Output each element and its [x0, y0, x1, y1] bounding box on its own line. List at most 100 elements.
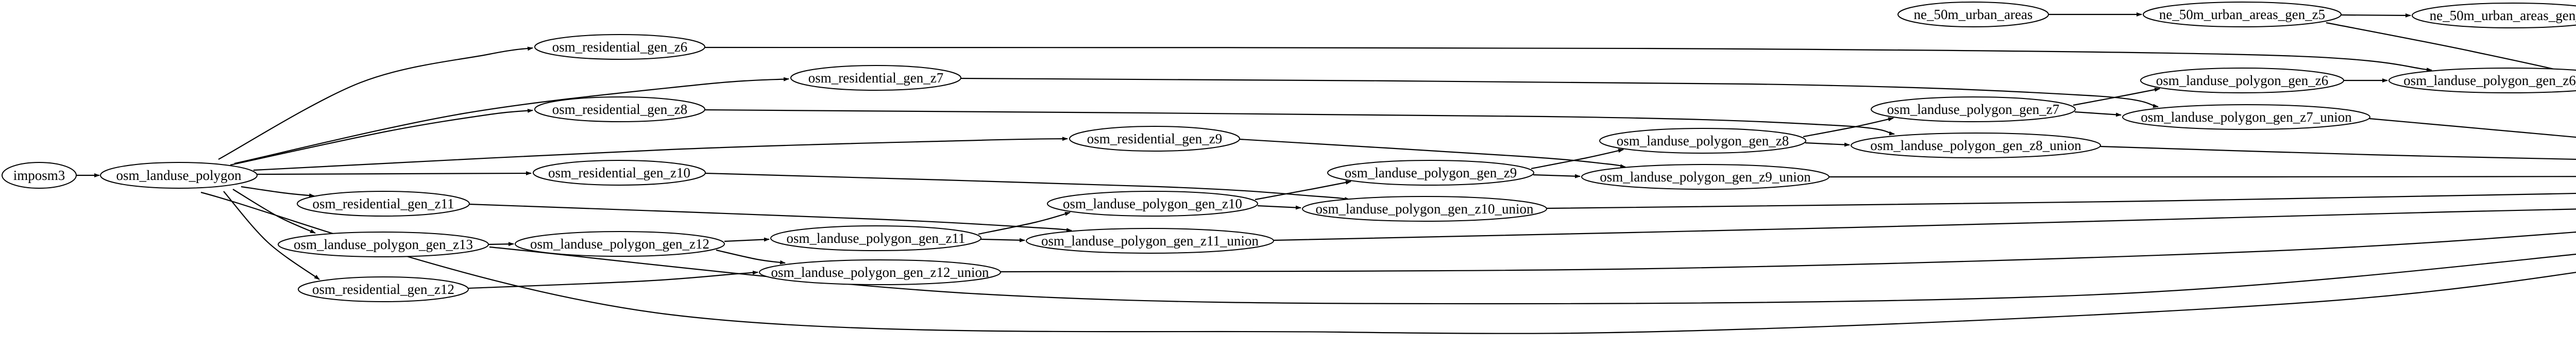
node-ellipse-osm_landuse_polygon_gen_z12 — [515, 231, 725, 257]
edge-osm_landuse_polygon_gen_z10-to-osm_landuse_polygon_gen_z10_union — [1257, 205, 1301, 210]
node-osm_landuse_polygon_gen_z10_union: osm_landuse_polygon_gen_z10_union — [1302, 196, 1547, 222]
edge-osm_landuse_polygon_gen_z10_union-to-layer_landuse-z10 — [1546, 192, 2576, 209]
node-osm_landuse_polygon_gen_z13: osm_landuse_polygon_gen_z13 — [278, 232, 489, 257]
node-label-osm_landuse_polygon_gen_z12: osm_landuse_polygon_gen_z12 — [530, 236, 709, 252]
node-ellipse-osm_landuse_polygon_gen_z7_union — [2122, 104, 2370, 130]
node-ellipse-osm_landuse_polygon_gen_z11 — [770, 225, 981, 251]
node-ellipse-osm_landuse_polygon_gen_z9 — [1327, 160, 1534, 186]
node-label-osm_residential_gen_z9: osm_residential_gen_z9 — [1087, 131, 1222, 146]
edge-osm_residential_gen_z10-to-osm_landuse_polygon_gen_z10_union — [705, 172, 1350, 201]
node-label-osm_landuse_polygon_gen_z10: osm_landuse_polygon_gen_z10 — [1063, 196, 1242, 211]
edge-osm_residential_gen_z8-to-osm_landuse_polygon_gen_z8_union — [704, 109, 1895, 136]
node-ellipse-osm_residential_gen_z7 — [790, 65, 961, 91]
edge-osm_residential_gen_z6-to-osm_landuse_polygon_gen_z6_union — [704, 46, 2432, 72]
node-ellipse-imposm3 — [2, 162, 77, 189]
edge-osm_landuse_polygon_gen_z9-to-osm_landuse_polygon_gen_z9_union — [1533, 174, 1581, 178]
node-ellipse-osm_landuse_polygon_gen_z11_union — [1026, 228, 1274, 254]
node-ellipse-osm_landuse_polygon_gen_z12_union — [759, 259, 1001, 285]
node-label-osm_landuse_polygon_gen_z6: osm_landuse_polygon_gen_z6 — [2156, 73, 2328, 88]
node-label-osm_residential_gen_z7: osm_residential_gen_z7 — [808, 70, 943, 86]
node-osm_landuse_polygon_gen_z6_union: osm_landuse_polygon_gen_z6_union — [2388, 68, 2576, 93]
node-ellipse-osm_residential_gen_z10 — [533, 160, 706, 186]
node-imposm3: imposm3 — [2, 162, 77, 189]
edge-osm_landuse_polygon-to-osm_residential_gen_z10 — [257, 171, 532, 176]
node-ellipse-osm_landuse_polygon — [100, 162, 258, 189]
node-ellipse-osm_residential_gen_z11 — [297, 191, 470, 217]
node-ellipse-ne_50m_urban_areas_gen_z4 — [2412, 3, 2576, 28]
node-ellipse-osm_landuse_polygon_gen_z6_union — [2388, 68, 2576, 93]
node-label-osm_landuse_polygon_gen_z11_union: osm_landuse_polygon_gen_z11_union — [1041, 233, 1259, 249]
edge-osm_landuse_polygon-to-osm_landuse_polygon_gen_z13 — [232, 189, 316, 234]
node-osm_residential_gen_z10: osm_residential_gen_z10 — [533, 160, 706, 186]
node-ellipse-osm_landuse_polygon_gen_z6 — [2140, 68, 2344, 93]
node-label-osm_landuse_polygon_gen_z7: osm_landuse_polygon_gen_z7 — [1887, 102, 2059, 117]
node-osm_landuse_polygon_gen_z11: osm_landuse_polygon_gen_z11 — [770, 225, 981, 251]
edge-osm_landuse_polygon_gen_z11_union-to-layer_landuse-z11 — [1273, 208, 2576, 241]
node-label-imposm3: imposm3 — [13, 168, 65, 183]
edge-osm_landuse_polygon_gen_z11-to-osm_landuse_polygon_gen_z11_union — [980, 238, 1025, 242]
node-osm_residential_gen_z8: osm_residential_gen_z8 — [534, 96, 705, 122]
node-osm_landuse_polygon_gen_z8_union: osm_landuse_polygon_gen_z8_union — [1851, 133, 2101, 158]
node-label-osm_residential_gen_z12: osm_residential_gen_z12 — [312, 282, 454, 297]
edge-osm_landuse_polygon-to-layer_landuse-z14+ — [200, 191, 2576, 334]
node-ellipse-osm_residential_gen_z8 — [534, 96, 705, 122]
edge-osm_residential_gen_z7-to-osm_landuse_polygon_gen_z7_union — [960, 77, 2159, 108]
node-ellipse-osm_landuse_polygon_gen_z10_union — [1302, 196, 1547, 222]
node-label-osm_landuse_polygon: osm_landuse_polygon — [116, 168, 242, 183]
node-osm_landuse_polygon_gen_z6: osm_landuse_polygon_gen_z6 — [2140, 68, 2344, 93]
node-osm_residential_gen_z6: osm_residential_gen_z6 — [534, 34, 705, 60]
edge-osm_landuse_polygon_gen_z10-to-osm_landuse_polygon_gen_z9 — [1255, 180, 1351, 201]
edge-osm_landuse_polygon_gen_z7_union-to-layer_landuse-z7 — [2369, 118, 2576, 138]
edge-osm_landuse_polygon-to-osm_residential_gen_z7 — [234, 77, 789, 164]
node-ellipse-osm_landuse_polygon_gen_z8 — [1599, 128, 1806, 154]
node-label-osm_landuse_polygon_gen_z13: osm_landuse_polygon_gen_z13 — [294, 237, 473, 252]
edge-osm_landuse_polygon_gen_z11-to-osm_landuse_polygon_gen_z10 — [978, 211, 1071, 235]
edge-osm_landuse_polygon_gen_z8_union-to-layer_landuse-z8 — [2100, 145, 2576, 160]
node-label-osm_residential_gen_z11: osm_residential_gen_z11 — [313, 196, 454, 211]
node-osm_residential_gen_z7: osm_residential_gen_z7 — [790, 65, 961, 91]
node-ellipse-osm_residential_gen_z6 — [534, 34, 705, 60]
node-osm_landuse_polygon_gen_z9: osm_landuse_polygon_gen_z9 — [1327, 160, 1534, 186]
node-ellipse-osm_landuse_polygon_gen_z10 — [1047, 191, 1258, 217]
edge-osm_landuse_polygon_gen_z12-to-osm_landuse_polygon_gen_z11 — [724, 237, 770, 242]
edge-osm_landuse_polygon-to-osm_residential_gen_z11 — [241, 186, 315, 198]
edge-osm_landuse_polygon_gen_z8-to-osm_landuse_polygon_gen_z7 — [1803, 117, 1894, 138]
edge-osm_landuse_polygon-to-osm_residential_gen_z8 — [230, 108, 533, 166]
node-label-osm_landuse_polygon_gen_z12_union: osm_landuse_polygon_gen_z12_union — [771, 265, 989, 280]
node-label-osm_landuse_polygon_gen_z11: osm_landuse_polygon_gen_z11 — [787, 231, 965, 246]
edge-osm_landuse_polygon_gen_z12_union-to-layer_landuse-z12 — [1000, 231, 2576, 273]
node-osm_landuse_polygon_gen_z12_union: osm_landuse_polygon_gen_z12_union — [759, 259, 1001, 285]
edge-osm_landuse_polygon_gen_z12-to-osm_landuse_polygon_gen_z12_union — [716, 249, 786, 265]
edge-osm_residential_gen_z11-to-osm_landuse_polygon_gen_z11_union — [469, 203, 1072, 233]
node-ellipse-osm_landuse_polygon_gen_z13 — [278, 232, 489, 257]
node-ellipse-osm_landuse_polygon_gen_z9_union — [1581, 164, 1829, 190]
node-osm_residential_gen_z11: osm_residential_gen_z11 — [297, 191, 470, 217]
node-label-osm_landuse_polygon_gen_z10_union: osm_landuse_polygon_gen_z10_union — [1316, 201, 1534, 217]
node-ellipse-ne_50m_urban_areas — [1897, 2, 2049, 27]
edges-layer — [76, 12, 2576, 334]
nodes-layer: imposm3 osm_landuse_polygon osm_residentia… — [2, 2, 2576, 302]
edge-osm_landuse_polygon_gen_z7-to-osm_landuse_polygon_gen_z7_union — [2074, 111, 2122, 117]
node-ellipse-osm_landuse_polygon_gen_z7 — [1871, 96, 2076, 122]
node-ne_50m_urban_areas_gen_z5: ne_50m_urban_areas_gen_z5 — [2143, 2, 2342, 27]
node-osm_residential_gen_z9: osm_residential_gen_z9 — [1069, 126, 1240, 152]
node-osm_landuse_polygon_gen_z10: osm_landuse_polygon_gen_z10 — [1047, 191, 1258, 217]
node-label-osm_landuse_polygon_gen_z8: osm_landuse_polygon_gen_z8 — [1617, 133, 1789, 149]
node-ellipse-osm_residential_gen_z12 — [298, 276, 469, 302]
node-label-ne_50m_urban_areas: ne_50m_urban_areas — [1914, 7, 2033, 22]
edge-osm_landuse_polygon_gen_z9_union-to-layer_landuse-z9 — [1828, 176, 2576, 178]
node-label-ne_50m_urban_areas_gen_z5: ne_50m_urban_areas_gen_z5 — [2159, 7, 2325, 22]
node-ne_50m_urban_areas_gen_z4: ne_50m_urban_areas_gen_z4 — [2412, 3, 2576, 28]
node-label-osm_landuse_polygon_gen_z9_union: osm_landuse_polygon_gen_z9_union — [1600, 169, 1811, 185]
node-osm_residential_gen_z12: osm_residential_gen_z12 — [298, 276, 469, 302]
node-osm_landuse_polygon_gen_z7: osm_landuse_polygon_gen_z7 — [1871, 96, 2076, 122]
node-label-osm_residential_gen_z8: osm_residential_gen_z8 — [552, 102, 687, 117]
edge-osm_landuse_polygon_gen_z8-to-osm_landuse_polygon_gen_z8_union — [1805, 142, 1850, 147]
edge-osm_landuse_polygon_gen_z7-to-osm_landuse_polygon_gen_z6 — [2073, 87, 2160, 106]
edge-osm_landuse_polygon_gen_z13-to-layer_landuse-z13 — [489, 246, 2576, 305]
edge-osm_landuse_polygon-to-osm_residential_gen_z9 — [253, 137, 1068, 171]
node-osm_landuse_polygon_gen_z9_union: osm_landuse_polygon_gen_z9_union — [1581, 164, 1829, 190]
node-osm_landuse_polygon_gen_z7_union: osm_landuse_polygon_gen_z7_union — [2122, 104, 2370, 130]
edge-osm_residential_gen_z9-to-osm_landuse_polygon_gen_z9_union — [1239, 138, 1626, 169]
